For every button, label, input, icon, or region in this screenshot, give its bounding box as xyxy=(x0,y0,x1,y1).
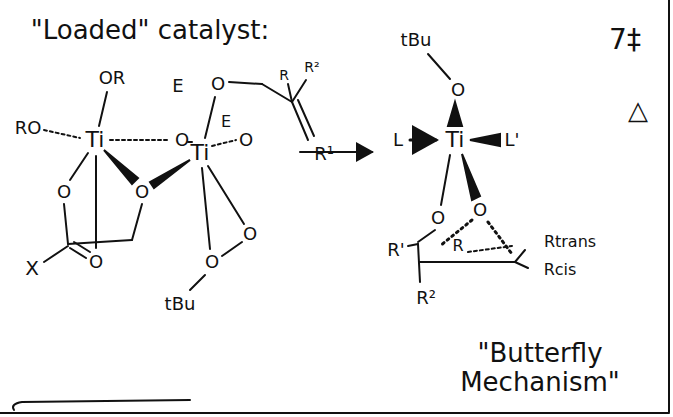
chem-label: X xyxy=(25,257,39,279)
chem-label: O xyxy=(451,80,465,100)
chem-label: O xyxy=(473,200,487,220)
chem-label: Ti xyxy=(86,128,105,152)
chem-label: O xyxy=(431,208,445,228)
chem-label: E xyxy=(221,113,231,131)
chem-label: Rcis xyxy=(544,261,577,279)
chem-label: tBu xyxy=(165,294,196,314)
chem-label: O xyxy=(243,224,257,244)
chem-label: R xyxy=(279,68,289,83)
chem-label: OR xyxy=(99,68,126,88)
chem-label: R¹ xyxy=(314,144,334,164)
chem-label: "Loaded" catalyst: xyxy=(31,16,270,45)
chem-label: R² xyxy=(304,60,319,75)
chem-label: O xyxy=(135,182,149,202)
chem-label: RO xyxy=(15,118,42,138)
chem-label: "Butterfly Mechanism" xyxy=(435,339,645,396)
chem-label: O xyxy=(89,252,103,272)
chem-label: R² xyxy=(416,288,436,308)
chem-label: L' xyxy=(505,130,520,150)
chem-label: E xyxy=(172,76,183,96)
chem-label: R' xyxy=(387,240,404,260)
chem-label: O xyxy=(205,252,219,272)
chem-label: Rtrans xyxy=(544,233,596,251)
chem-label: R xyxy=(452,237,463,255)
chem-label: O xyxy=(211,74,225,94)
chem-label: O xyxy=(57,182,71,202)
chem-label: L xyxy=(393,130,403,150)
chem-label: O xyxy=(175,130,189,150)
chem-label: Ti xyxy=(191,141,210,165)
chem-label: Ti xyxy=(446,128,465,152)
chem-label: O xyxy=(239,130,253,150)
chem-label: tBu xyxy=(401,30,432,50)
chem-label: 7‡ xyxy=(609,25,641,56)
chem-label: △ xyxy=(628,96,648,125)
